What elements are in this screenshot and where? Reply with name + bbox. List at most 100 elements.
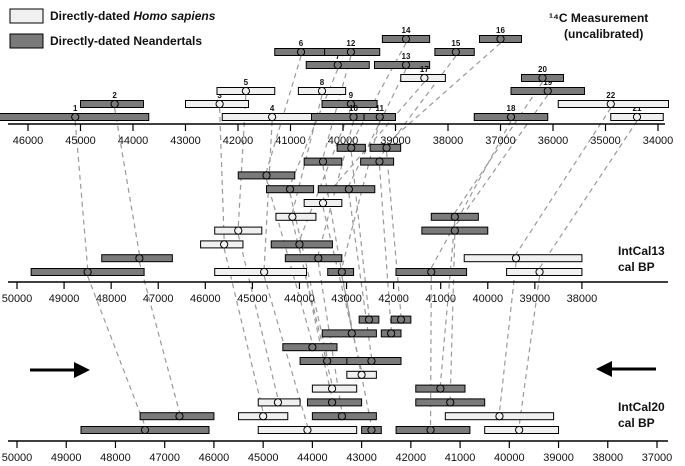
date-point-intcal20-11 <box>367 425 376 435</box>
tick-label-intcal13: 47000 <box>143 293 174 305</box>
date-point-intcal13-10 <box>314 254 323 263</box>
sample-id-label: 19 <box>543 78 552 87</box>
tick-label-c14: 46000 <box>13 135 44 147</box>
date-point-intcal13-9 <box>295 240 304 249</box>
tick-label-intcal20: 43000 <box>346 452 377 464</box>
tick-label-intcal20: 38000 <box>592 452 623 464</box>
date-point-intcal20-19 <box>446 398 455 407</box>
date-point-intcal20-3 <box>259 412 268 421</box>
date-point-intcal20-13 <box>367 356 376 366</box>
sample-id-label: 21 <box>633 104 642 113</box>
tick-label-c14: 35000 <box>590 135 621 147</box>
date-point-intcal20-22 <box>495 412 504 421</box>
legend-swatch-homo-sapiens <box>9 8 44 24</box>
date-point-c14-9 <box>346 99 355 109</box>
sample-id-label: 14 <box>402 26 411 35</box>
sample-id-label: 2 <box>112 91 117 100</box>
date-point-c14-14 <box>401 34 411 44</box>
connector-line-17 <box>322 206 363 371</box>
date-point-intcal13-18 <box>427 267 436 277</box>
tick-label-intcal20: 40000 <box>494 452 525 464</box>
panel-label-intcal20: IntCal20 cal BP <box>618 400 665 430</box>
date-point-intcal20-1 <box>140 425 150 435</box>
date-point-intcal20-16 <box>396 315 406 324</box>
tick-label-intcal20: 47000 <box>149 452 180 464</box>
interval-bar-intcal13-21 <box>506 268 583 276</box>
connector-line-9 <box>298 248 333 399</box>
tick-label-intcal13: 42000 <box>378 293 409 305</box>
connector-line-18 <box>430 120 512 269</box>
tick-label-c14: 37000 <box>485 135 516 147</box>
date-point-intcal13-11 <box>337 267 346 277</box>
panel-label-c14-line2: (uncalibrated) <box>564 27 643 41</box>
date-point-intcal13-21 <box>535 267 544 277</box>
tick-label-intcal13: 46000 <box>190 293 221 305</box>
date-point-intcal13-3 <box>220 240 229 249</box>
interval-bar-intcal13-10 <box>284 254 343 263</box>
tick-label-intcal20: 44000 <box>297 452 328 464</box>
tick-label-c14: 36000 <box>538 135 569 147</box>
right-arrow-icon <box>596 361 656 377</box>
date-point-intcal13-17 <box>318 198 328 208</box>
connector-line-10 <box>317 120 355 255</box>
sample-id-label: 10 <box>349 104 358 113</box>
sample-id-label: 18 <box>507 104 516 113</box>
sample-id-label: 20 <box>538 65 547 74</box>
date-point-c14-3 <box>215 99 224 109</box>
date-point-c14-22 <box>606 99 615 109</box>
connector-line-15 <box>378 165 392 330</box>
tick-label-intcal13: 49000 <box>49 293 80 305</box>
tick-label-intcal13: 48000 <box>96 293 127 305</box>
tick-label-intcal20: 48000 <box>100 452 131 464</box>
connector-line-20 <box>454 81 543 214</box>
legend-label-homo-sapiens: Directly-dated Homo sapiens <box>50 9 216 23</box>
sample-id-label: 22 <box>606 91 615 100</box>
legend: Directly-dated Homo sapiens Directly-dat… <box>9 8 216 49</box>
connector-line-15 <box>379 55 457 158</box>
connector-line-14 <box>350 42 407 145</box>
date-point-intcal20-15 <box>387 329 396 338</box>
tick-label-c14: 43000 <box>170 135 201 147</box>
date-point-intcal13-8 <box>288 212 297 221</box>
date-point-c14-2 <box>110 99 119 109</box>
date-point-c14-19 <box>543 86 552 96</box>
panel-label-intcal20-line2: cal BP <box>618 416 655 430</box>
tick-label-intcal20: 37000 <box>642 452 673 464</box>
tick-label-intcal20: 41000 <box>445 452 476 464</box>
connector-line-16 <box>385 151 402 316</box>
tick-label-intcal13: 38000 <box>567 293 598 305</box>
interval-bar-intcal13-22 <box>463 254 583 263</box>
connector-line-21 <box>518 275 541 427</box>
connector-line-19 <box>449 234 456 399</box>
sample-id-label: 17 <box>420 65 429 74</box>
tick-label-intcal13: 43000 <box>331 293 362 305</box>
date-point-c14-8 <box>317 86 327 96</box>
date-point-c14-10 <box>349 112 358 122</box>
connector-line-16 <box>386 42 501 145</box>
connector-line-22 <box>498 262 517 413</box>
date-point-intcal20-9 <box>327 398 337 407</box>
sample-id-label: 3 <box>217 91 222 100</box>
date-point-intcal13-1 <box>83 267 92 277</box>
date-point-c14-16 <box>496 34 505 44</box>
tick-label-c14: 41000 <box>275 135 306 147</box>
connector-line-3 <box>219 107 225 241</box>
tick-label-intcal13: 44000 <box>284 293 315 305</box>
date-point-intcal13-14 <box>347 143 356 152</box>
sample-id-label: 15 <box>451 39 460 48</box>
date-point-intcal20-5 <box>273 398 283 407</box>
date-point-c14-11 <box>375 112 384 122</box>
connector-line-22 <box>515 107 612 255</box>
left-arrow-icon <box>30 362 90 378</box>
date-point-intcal13-22 <box>511 254 521 263</box>
date-point-c14-5 <box>241 86 250 96</box>
date-point-intcal20-6 <box>308 343 317 352</box>
tick-label-intcal20: 46000 <box>199 452 230 464</box>
date-point-intcal20-12 <box>347 329 356 338</box>
tick-label-c14: 42000 <box>223 135 254 147</box>
sample-id-label: 12 <box>346 39 355 48</box>
sample-id-label: 8 <box>320 78 325 87</box>
sample-id-label: 9 <box>349 91 354 100</box>
